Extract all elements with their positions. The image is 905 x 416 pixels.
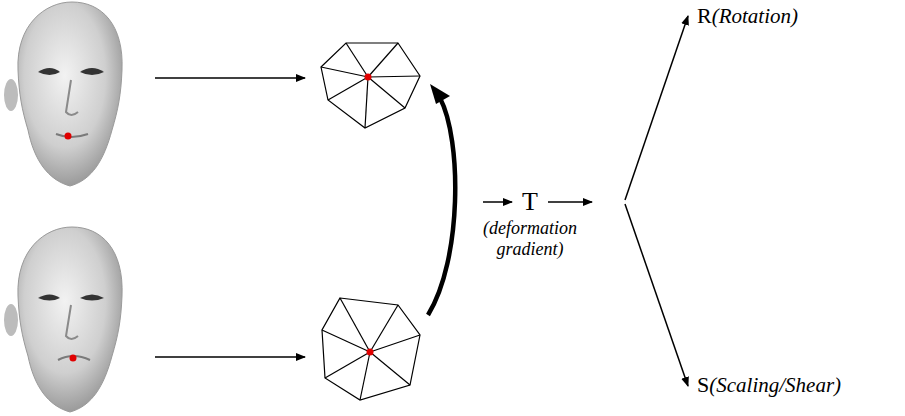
description-label: (Scaling/Shear)	[709, 373, 841, 398]
caption-label: (deformation gradient)	[474, 218, 586, 259]
face-neutral	[4, 2, 122, 186]
arrow-head	[430, 84, 450, 104]
arrow	[625, 16, 688, 200]
mesh-patch	[321, 43, 420, 128]
symbol-label: S	[697, 372, 709, 398]
symbol-label: T	[522, 187, 538, 217]
face-expression	[4, 227, 122, 412]
description-label: (Rotation)	[712, 4, 798, 29]
caption-text: (deformation gradient)	[483, 218, 577, 259]
arrow	[548, 201, 592, 203]
arrow	[155, 77, 305, 79]
symbol-label: R	[697, 3, 712, 29]
arrow	[155, 356, 305, 358]
arrow	[625, 204, 688, 386]
output-label: S(Scaling/Shear)	[697, 372, 841, 398]
arrow	[483, 201, 512, 203]
curved-arrow	[428, 98, 455, 315]
output-label: R(Rotation)	[697, 3, 798, 29]
mesh-patch	[322, 298, 420, 400]
